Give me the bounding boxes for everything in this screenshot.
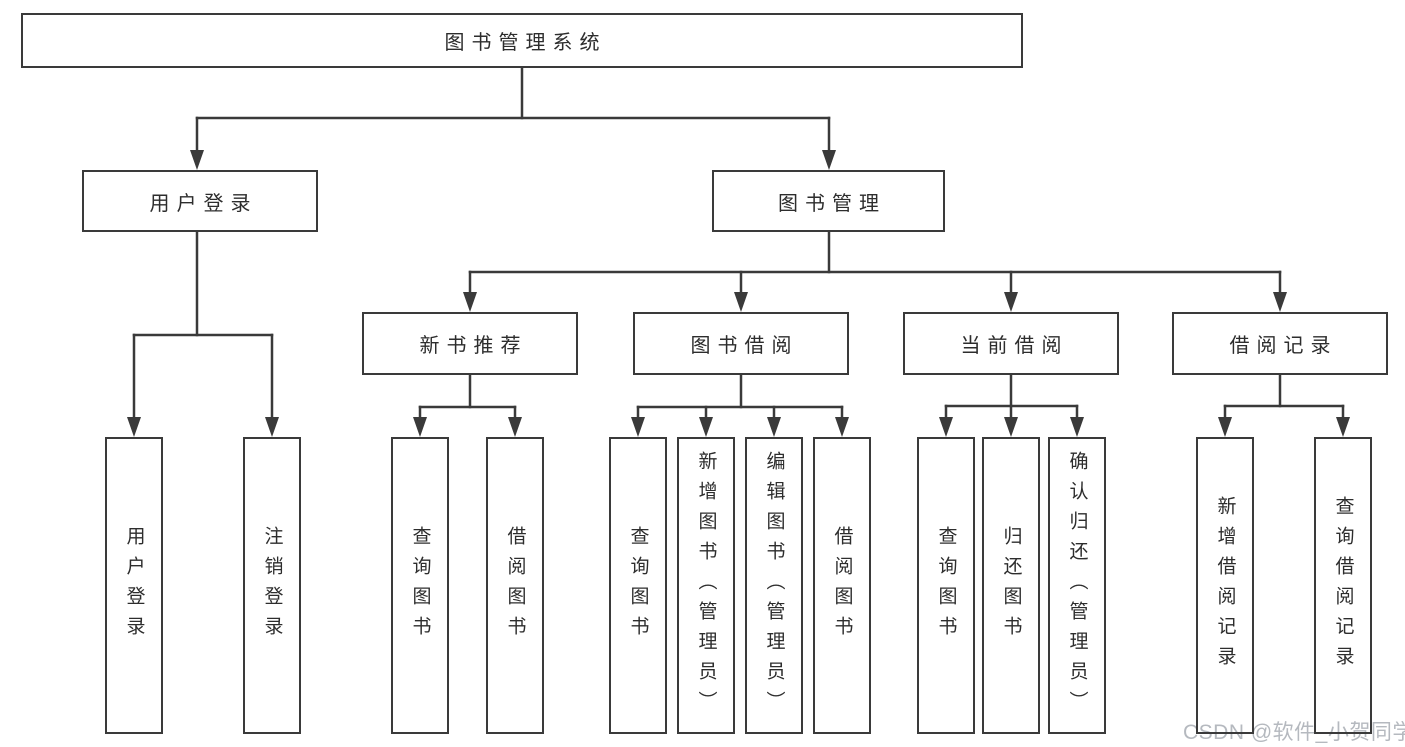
leaf-borrow-books-recommend: 借阅图书 (486, 437, 544, 734)
edges-user-login (127, 230, 279, 437)
leaf-query-books-recommend: 查询图书 (391, 437, 449, 734)
arrow-down-icon (1336, 417, 1350, 437)
leaf-label: 查询借阅记录 (1332, 495, 1354, 676)
arrow-down-icon (767, 417, 781, 437)
leaf-label: 借阅图书 (831, 525, 853, 646)
leaf-label: 用户登录 (123, 525, 145, 646)
leaf-edit-book-admin: 编辑图书（管理员） (745, 437, 803, 734)
node-new-book-recommend: 新书推荐 (362, 312, 578, 375)
edges-new-book-recommend (413, 373, 522, 437)
leaf-label: 注销登录 (261, 525, 283, 646)
arrow-down-icon (265, 417, 279, 437)
leaf-add-borrow-record: 新增借阅记录 (1196, 437, 1254, 734)
leaf-query-borrow-record: 查询借阅记录 (1314, 437, 1372, 734)
leaf-label: 确认归还（管理员） (1066, 450, 1088, 721)
arrow-down-icon (508, 417, 522, 437)
leaf-label: 查询图书 (409, 525, 431, 646)
leaf-confirm-return-admin: 确认归还（管理员） (1048, 437, 1106, 734)
arrow-down-icon (1273, 292, 1287, 312)
watermark: CSDN @软件_小贺同学 (1183, 721, 1405, 744)
node-system-root: 图书管理系统 (21, 13, 1023, 68)
node-book-borrow: 图书借阅 (633, 312, 849, 375)
node-current-borrow: 当前借阅 (903, 312, 1119, 375)
arrow-down-icon (1070, 417, 1084, 437)
leaf-add-book-admin: 新增图书（管理员） (677, 437, 735, 734)
edges-borrow-records (1218, 373, 1350, 437)
leaf-label: 查询图书 (935, 525, 957, 646)
arrow-down-icon (127, 417, 141, 437)
leaf-label: 借阅图书 (504, 525, 526, 646)
edges-root-to-level2 (190, 66, 836, 170)
arrow-down-icon (835, 417, 849, 437)
leaf-logout: 注销登录 (243, 437, 301, 734)
node-user-login: 用户登录 (82, 170, 318, 232)
leaf-label: 编辑图书（管理员） (763, 450, 785, 721)
arrow-down-icon (699, 417, 713, 437)
edges-book-borrow (631, 373, 849, 437)
arrow-down-icon (1004, 417, 1018, 437)
arrow-down-icon (631, 417, 645, 437)
leaf-label: 查询图书 (627, 525, 649, 646)
arrow-down-icon (413, 417, 427, 437)
edges-book-management (463, 230, 1287, 312)
leaf-user-login: 用户登录 (105, 437, 163, 734)
leaf-query-books-borrow: 查询图书 (609, 437, 667, 734)
leaf-borrow-books: 借阅图书 (813, 437, 871, 734)
arrow-down-icon (1004, 292, 1018, 312)
leaf-label: 新增图书（管理员） (695, 450, 717, 721)
leaf-return-book: 归还图书 (982, 437, 1040, 734)
node-borrow-records: 借阅记录 (1172, 312, 1388, 375)
leaf-label: 新增借阅记录 (1214, 495, 1236, 676)
node-book-management: 图书管理 (712, 170, 945, 232)
arrow-down-icon (939, 417, 953, 437)
arrow-down-icon (1218, 417, 1232, 437)
arrow-down-icon (734, 292, 748, 312)
edges-current-borrow (939, 373, 1084, 437)
leaf-query-books-current: 查询图书 (917, 437, 975, 734)
arrow-down-icon (190, 150, 204, 170)
leaf-label: 归还图书 (1000, 525, 1022, 646)
arrow-down-icon (822, 150, 836, 170)
arrow-down-icon (463, 292, 477, 312)
